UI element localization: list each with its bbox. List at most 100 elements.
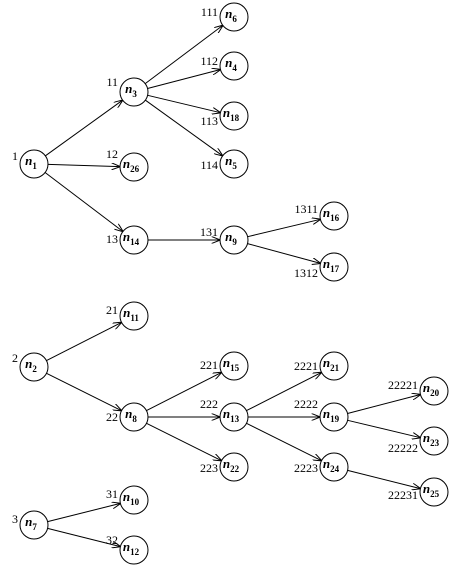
node-label: n10 bbox=[123, 489, 140, 507]
node-n1: n1 1 bbox=[12, 149, 49, 179]
node-code-label: 31 bbox=[106, 487, 118, 501]
node-code-label: 221 bbox=[200, 358, 218, 372]
node-n4: n4 112 bbox=[200, 51, 249, 81]
node-n6: n6 111 bbox=[201, 2, 249, 32]
edge-n3-n6 bbox=[144, 25, 223, 84]
node-code-label: 32 bbox=[106, 533, 118, 547]
node-label: n21 bbox=[323, 355, 340, 373]
node-circle bbox=[219, 101, 249, 131]
node-label: n14 bbox=[123, 229, 140, 247]
edges-layer bbox=[44, 25, 421, 546]
node-label: n6 bbox=[225, 6, 237, 24]
node-label: n16 bbox=[323, 205, 340, 223]
node-circle bbox=[219, 149, 249, 179]
node-label: n25 bbox=[423, 481, 440, 499]
node-label: n22 bbox=[223, 456, 240, 474]
node-n18: n18 113 bbox=[200, 101, 249, 131]
node-code-label: 3 bbox=[12, 512, 18, 526]
node-label: n24 bbox=[323, 456, 340, 474]
node-label: n11 bbox=[123, 305, 139, 323]
edge-n13-n21 bbox=[246, 372, 322, 412]
edge-n8-n15 bbox=[146, 372, 222, 412]
node-circle bbox=[119, 535, 149, 565]
node-circle bbox=[319, 252, 349, 282]
node-circle bbox=[219, 351, 249, 381]
node-circle bbox=[19, 510, 49, 540]
edge-n2-n8 bbox=[46, 372, 122, 410]
node-label: n9 bbox=[225, 229, 237, 247]
node-circle bbox=[219, 51, 249, 81]
node-code-label: 1 bbox=[12, 149, 18, 163]
node-circle bbox=[219, 402, 249, 432]
node-code-label: 2221 bbox=[294, 359, 318, 373]
edge-n9-n17 bbox=[247, 243, 321, 264]
node-circle bbox=[419, 376, 449, 406]
node-n11: n11 21 bbox=[106, 301, 149, 331]
node-circle bbox=[219, 2, 249, 32]
node-circle bbox=[319, 351, 349, 381]
node-code-label: 1311 bbox=[294, 202, 318, 216]
edge-n1-n26 bbox=[47, 164, 120, 166]
node-code-label: 131 bbox=[200, 225, 218, 239]
node-code-label: 22231 bbox=[388, 488, 418, 502]
node-code-label: 13 bbox=[106, 232, 118, 246]
node-label: n4 bbox=[225, 55, 237, 73]
edge-n13-n24 bbox=[246, 422, 322, 460]
node-n22: n22 223 bbox=[200, 452, 249, 482]
edge-n3-n18 bbox=[147, 94, 221, 112]
node-code-label: 2222 bbox=[294, 397, 318, 411]
node-circle bbox=[119, 402, 149, 432]
node-circle bbox=[319, 402, 349, 432]
node-code-label: 111 bbox=[201, 5, 218, 19]
node-code-label: 12 bbox=[106, 147, 118, 161]
edge-n1-n3 bbox=[45, 100, 122, 157]
node-code-label: 112 bbox=[200, 54, 218, 68]
node-n10: n10 31 bbox=[106, 485, 149, 515]
node-label: n8 bbox=[125, 406, 137, 424]
node-label: n1 bbox=[25, 153, 37, 171]
node-circle bbox=[119, 225, 149, 255]
node-label: n12 bbox=[123, 539, 140, 557]
node-label: n26 bbox=[123, 156, 140, 174]
node-code-label: 113 bbox=[200, 114, 218, 128]
edge-n1-n14 bbox=[44, 172, 123, 232]
node-circle bbox=[319, 452, 349, 482]
edge-n2-n11 bbox=[46, 322, 122, 362]
node-circle bbox=[419, 426, 449, 456]
node-n26: n26 12 bbox=[106, 147, 149, 182]
node-label: n3 bbox=[125, 81, 137, 99]
node-n16: n16 1311 bbox=[294, 201, 349, 231]
node-n21: n21 2221 bbox=[294, 351, 349, 381]
node-label: n18 bbox=[223, 105, 240, 123]
node-label: n13 bbox=[223, 406, 240, 424]
edge-n8-n22 bbox=[146, 422, 222, 460]
node-label: n19 bbox=[323, 406, 340, 424]
edge-n3-n4 bbox=[147, 70, 221, 89]
node-circle bbox=[219, 225, 249, 255]
node-circle bbox=[19, 352, 49, 382]
node-code-label: 223 bbox=[200, 461, 218, 475]
node-label: n5 bbox=[225, 153, 237, 171]
node-code-label: 2 bbox=[12, 351, 18, 365]
node-circle bbox=[119, 77, 149, 107]
node-n19: n19 2222 bbox=[294, 397, 349, 432]
node-n12: n12 32 bbox=[106, 533, 149, 565]
edge-n3-n5 bbox=[145, 99, 222, 156]
node-label: n7 bbox=[25, 514, 37, 532]
node-code-label: 222 bbox=[200, 397, 218, 411]
node-n8: n8 22 bbox=[106, 402, 149, 432]
edge-n19-n20 bbox=[347, 395, 421, 414]
node-n7: n7 3 bbox=[12, 510, 49, 540]
node-code-label: 22 bbox=[106, 410, 118, 424]
node-label: n17 bbox=[323, 256, 340, 274]
node-code-label: 21 bbox=[106, 303, 118, 317]
